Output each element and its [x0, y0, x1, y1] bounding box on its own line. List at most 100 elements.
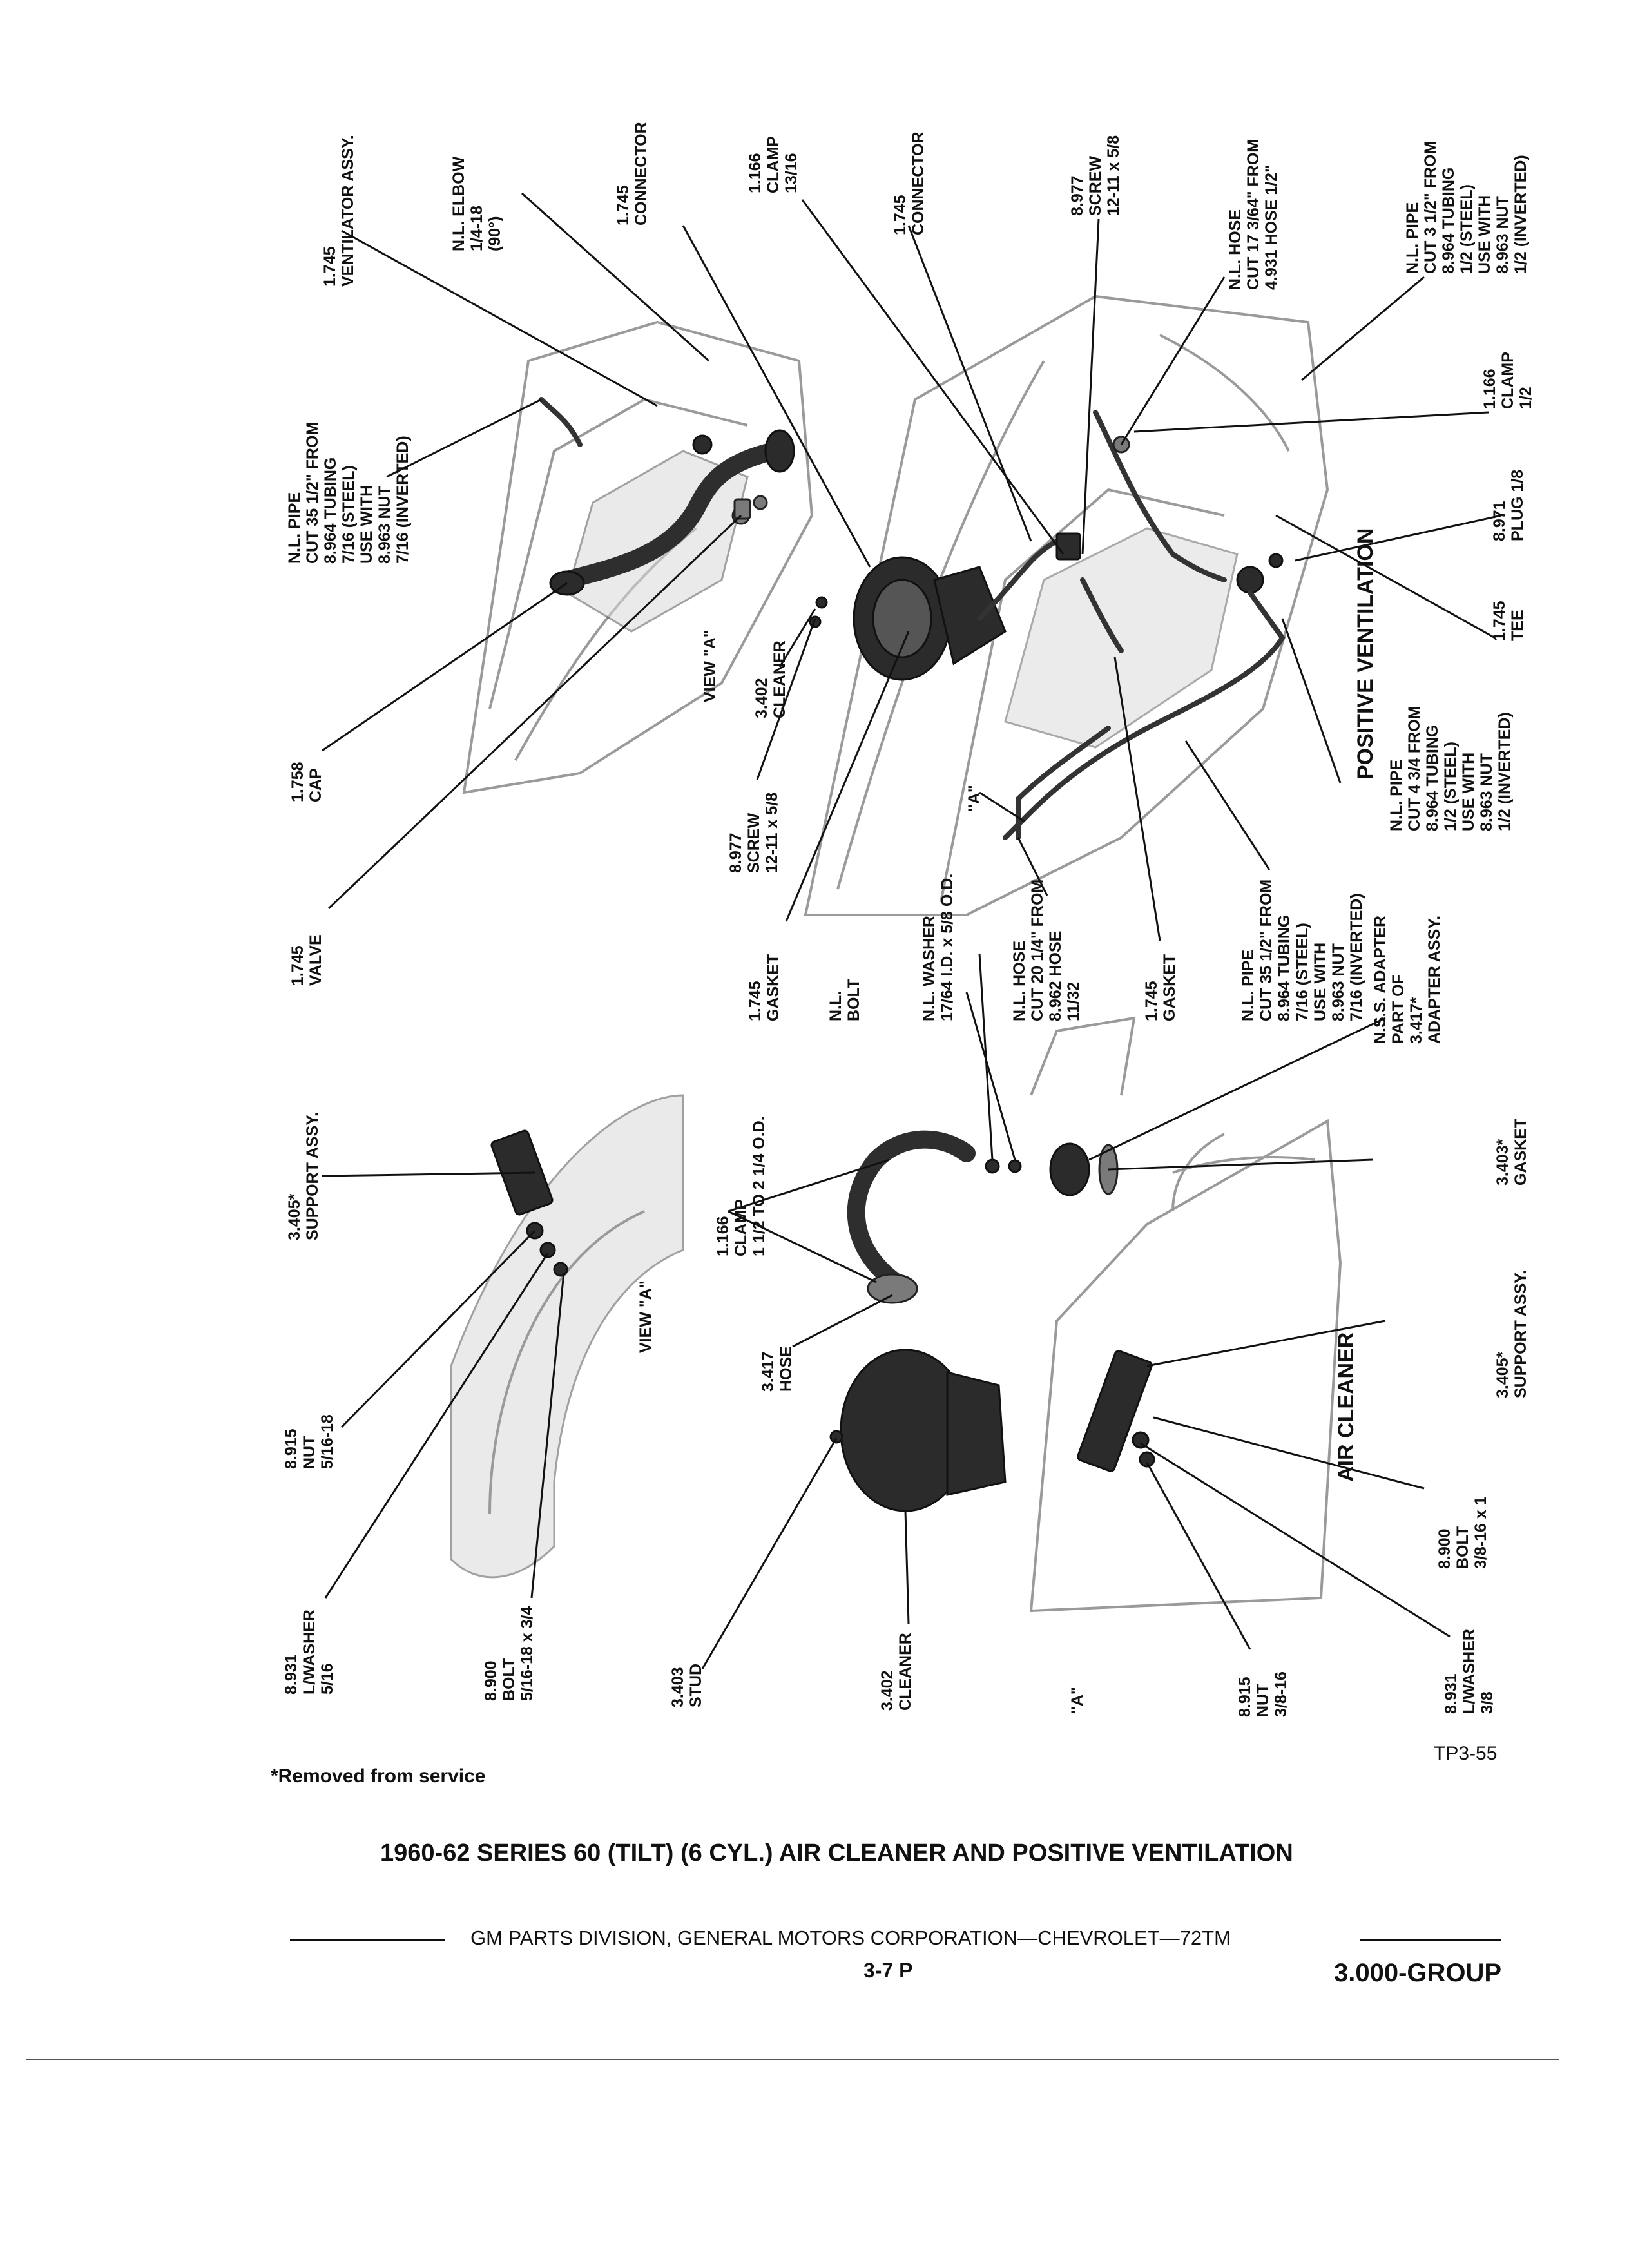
label-ventilator-0: 1.745	[321, 246, 339, 287]
label-ventilator: 1.745 VENTILATOR ASSY.	[321, 135, 357, 287]
label-pipe-center-3: 7/16 (STEEL)	[1293, 923, 1311, 1021]
label-screw-top-0: 8.977	[1068, 175, 1086, 216]
label-bolt-va: 8.900 BOLT 5/16-18 x 3/4	[482, 1606, 536, 1701]
label-pipe-center-4: USE WITH	[1311, 943, 1329, 1021]
label-pipe-right: N.L. PIPE CUT 3 1/2" FROM 8.964 TUBING 1…	[1403, 141, 1530, 274]
label-gasket-403-1: GASKET	[1512, 1119, 1530, 1186]
label-nut-ac-2: 3/8-16	[1272, 1671, 1290, 1717]
label-nut-va-2: 5/16-18	[318, 1414, 336, 1469]
label-washer-nl-1: 17/64 I.D. x 5/8 O.D.	[938, 874, 956, 1021]
label-lwasher-va-0: 8.931	[282, 1654, 300, 1695]
nut-icon-2	[1132, 1431, 1150, 1449]
label-bolt-ac: 8.900 BOLT 3/8-16 x 1	[1436, 1496, 1490, 1569]
label-screw-top: 8.977 SCREW 12-11 x 5/8	[1068, 135, 1123, 216]
label-stud-0: 3.403	[669, 1667, 687, 1707]
division-line: GM PARTS DIVISION, GENERAL MOTORS CORPOR…	[470, 1927, 1231, 1949]
label-valve-1: VALVE	[307, 934, 325, 986]
label-gasket1-1: GASKET	[764, 954, 782, 1021]
label-screw-mid-2: 12-11 x 5/8	[763, 793, 781, 873]
label-elbow: N.L. ELBOW 1/4-18 (90°)	[450, 156, 504, 251]
label-elbow-2: (90°)	[486, 216, 504, 251]
label-pipe-left-3: 7/16 (STEEL)	[340, 465, 358, 564]
valve-icon	[733, 498, 751, 520]
section-air-cleaner: AIR CLEANER	[1334, 1332, 1358, 1482]
label-plug-1: PLUG 1/8	[1509, 470, 1527, 541]
label-screw-top-1: SCREW	[1086, 156, 1104, 216]
label-pipe-left-4: USE WITH	[358, 485, 376, 564]
label-screw-mid-0: 8.977	[727, 832, 745, 873]
label-pipe-mid-right-5: 8.963 NUT	[1478, 753, 1496, 831]
label-pipe-center-0: N.L. PIPE	[1239, 950, 1257, 1021]
label-cap-1: CAP	[307, 768, 325, 802]
label-pipe-center-2: 8.964 TUBING	[1275, 915, 1293, 1021]
section-a-marker-mid: "A"	[965, 785, 983, 812]
label-pipe-right-1: CUT 3 1/2" FROM	[1422, 141, 1440, 274]
label-hose-417-0: 3.417	[759, 1351, 777, 1392]
label-clamp-bottom-2: 1 1/2 TO 2 1/4 O.D.	[750, 1116, 768, 1256]
label-hose-top: N.L. HOSE CUT 17 3/64" FROM 4.931 HOSE 1…	[1226, 139, 1280, 290]
label-pipe-mid-right: N.L. PIPE CUT 4 3/4 FROM 8.964 TUBING 1/…	[1387, 706, 1514, 831]
label-lwasher-ac-1: L/WASHER	[1460, 1629, 1478, 1714]
label-pipe-mid-right-2: 8.964 TUBING	[1423, 725, 1441, 831]
label-pipe-mid-right-0: N.L. PIPE	[1387, 760, 1405, 831]
label-washer-nl: N.L. WASHER 17/64 I.D. x 5/8 O.D.	[920, 874, 956, 1021]
label-connector2: 1.745 CONNECTOR	[891, 131, 927, 235]
label-pipe-right-2: 8.964 TUBING	[1440, 168, 1458, 274]
label-nut-va: 8.915 NUT 5/16-18	[282, 1414, 336, 1469]
footer-rule-right	[1360, 1939, 1501, 1941]
cleaner-housing	[933, 566, 1007, 666]
label-pipe-left-5: 8.963 NUT	[376, 486, 394, 564]
label-valve: 1.745 VALVE	[289, 934, 325, 986]
label-lwasher-va: 8.931 L/WASHER 5/16	[282, 1610, 336, 1695]
label-gasket1-0: 1.745	[746, 981, 764, 1021]
label-nut-va-1: NUT	[300, 1436, 318, 1469]
label-connector1-1: CONNECTOR	[632, 122, 650, 226]
engine-illustration-top	[804, 294, 1329, 916]
label-support-va: 3.405* SUPPORT ASSY.	[285, 1112, 322, 1240]
label-gasket1: 1.745 GASKET	[746, 954, 782, 1021]
label-hose-mid-1: CUT 20 1/4" FROM	[1028, 879, 1046, 1021]
label-hose-mid: N.L. HOSE CUT 20 1/4" FROM 8.962 HOSE 11…	[1010, 879, 1083, 1021]
label-gasket-403-0: 3.403*	[1494, 1139, 1512, 1186]
scan-edge-line	[26, 2059, 1559, 2060]
washer-icon-3	[1139, 1451, 1155, 1468]
label-gasket-403: 3.403* GASKET	[1494, 1119, 1530, 1186]
label-support-va-1: SUPPORT ASSY.	[304, 1112, 322, 1240]
a-marker-mid-title: "A"	[965, 785, 983, 812]
cap-valve	[549, 498, 751, 596]
label-support-ac: 3.405* SUPPORT ASSY.	[1494, 1270, 1530, 1398]
label-plug: 8.971 PLUG 1/8	[1490, 470, 1527, 541]
label-pipe-right-3: 1/2 (STEEL)	[1458, 184, 1476, 274]
footer-rule-left	[290, 1939, 445, 1941]
label-bolt-va-2: 5/16-18 x 3/4	[518, 1606, 536, 1701]
label-clamp-top-2: 13/16	[782, 153, 800, 193]
label-clamp-right-0: 1.166	[1481, 369, 1499, 409]
label-clamp-bottom-1: CLAMP	[732, 1199, 750, 1256]
label-screw-mid: 8.977 SCREW 12-11 x 5/8	[727, 793, 781, 873]
label-bolt-nl-0: N.L.	[827, 991, 845, 1021]
label-lwasher-ac-0: 8.931	[1442, 1673, 1460, 1714]
section-view-a-left: VIEW "A"	[637, 1280, 655, 1353]
label-pipe-left: N.L. PIPE CUT 35 1/2" FROM 8.964 TUBING …	[285, 422, 412, 564]
clamp-small	[753, 495, 768, 510]
label-clamp-top-0: 1.166	[746, 153, 764, 193]
label-tee: 1.745 TEE	[1490, 601, 1527, 641]
nl-bolt-icon	[985, 1158, 1000, 1174]
label-nut-va-0: 8.915	[282, 1428, 300, 1469]
label-hose-mid-0: N.L. HOSE	[1010, 941, 1028, 1021]
diagram-code: TP3-55	[1434, 1743, 1498, 1764]
label-gasket2-0: 1.745	[1142, 981, 1161, 1021]
label-ventilator-1: VENTILATOR ASSY.	[339, 135, 357, 287]
label-bolt-ac-2: 3/8-16 x 1	[1472, 1496, 1490, 1569]
label-clamp-top: 1.166 CLAMP 13/16	[746, 136, 800, 193]
plug-fitting	[1268, 553, 1284, 568]
label-clamp-top-1: CLAMP	[764, 136, 782, 193]
label-hose-mid-3: 11/32	[1065, 982, 1083, 1021]
label-washer-nl-0: N.L. WASHER	[920, 916, 938, 1021]
label-elbow-1: 1/4-18	[468, 206, 486, 251]
air-cleaner-title: AIR CLEANER	[1334, 1332, 1358, 1482]
label-pipe-right-6: 1/2 (INVERTED)	[1512, 155, 1530, 274]
ventilator-outlet	[764, 429, 795, 473]
label-adapter-1: PART OF	[1389, 974, 1407, 1044]
group-number: 3.000-GROUP	[1334, 1959, 1502, 1987]
